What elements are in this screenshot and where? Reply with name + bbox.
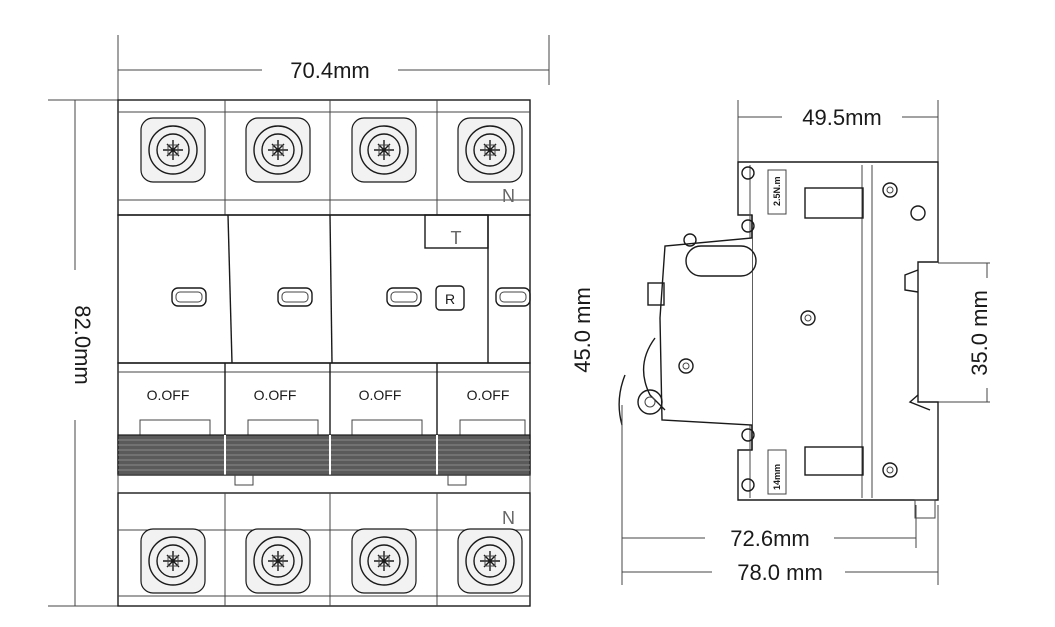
handle-housing xyxy=(659,215,753,450)
strip-length-label: 14mm xyxy=(772,464,782,490)
pole-label-3: O.OFF xyxy=(359,387,402,403)
reset-indicator-label: R xyxy=(445,291,455,307)
handle-slot xyxy=(685,245,757,277)
top-label-window xyxy=(804,187,864,219)
front-height-dimension: 82.0mm xyxy=(70,305,95,384)
pole-labels: O.OFF O.OFF O.OFF O.OFF xyxy=(147,387,510,403)
side-height-dimension: 45.0 mm xyxy=(570,287,595,373)
reset-indicator xyxy=(435,285,465,311)
top-neutral-label: N xyxy=(502,186,515,206)
pole-label-4: O.OFF xyxy=(467,387,510,403)
toggle-handle xyxy=(642,337,666,411)
torque-label: 2.5N.m xyxy=(772,176,782,206)
bottom-neutral-label: N xyxy=(502,508,515,528)
front-windows xyxy=(171,287,531,307)
depth-body-dimension: 72.6mm xyxy=(730,526,809,551)
pole-label-1: O.OFF xyxy=(147,387,190,403)
front-width-dimension: 70.4mm xyxy=(290,58,369,83)
top-terminal-screws xyxy=(140,117,523,183)
test-button-label: T xyxy=(451,228,462,248)
side-view: 49.5mm 45.0 mm 35.0 mm 2.5N.m 14mm xyxy=(570,100,992,585)
front-view: 70.4mm 82.0mm xyxy=(48,35,550,607)
bottom-terminal-screws xyxy=(140,528,523,594)
test-button xyxy=(424,214,489,249)
pole-label-2: O.OFF xyxy=(254,387,297,403)
mounting-holes xyxy=(678,166,926,492)
side-latch xyxy=(647,282,665,306)
bottom-label-window xyxy=(804,446,864,476)
side-top-width-dimension: 49.5mm xyxy=(802,105,881,130)
depth-total-dimension: 78.0 mm xyxy=(737,560,823,585)
handle-bar xyxy=(117,434,531,476)
din-rail-dimension: 35.0 mm xyxy=(967,290,992,376)
